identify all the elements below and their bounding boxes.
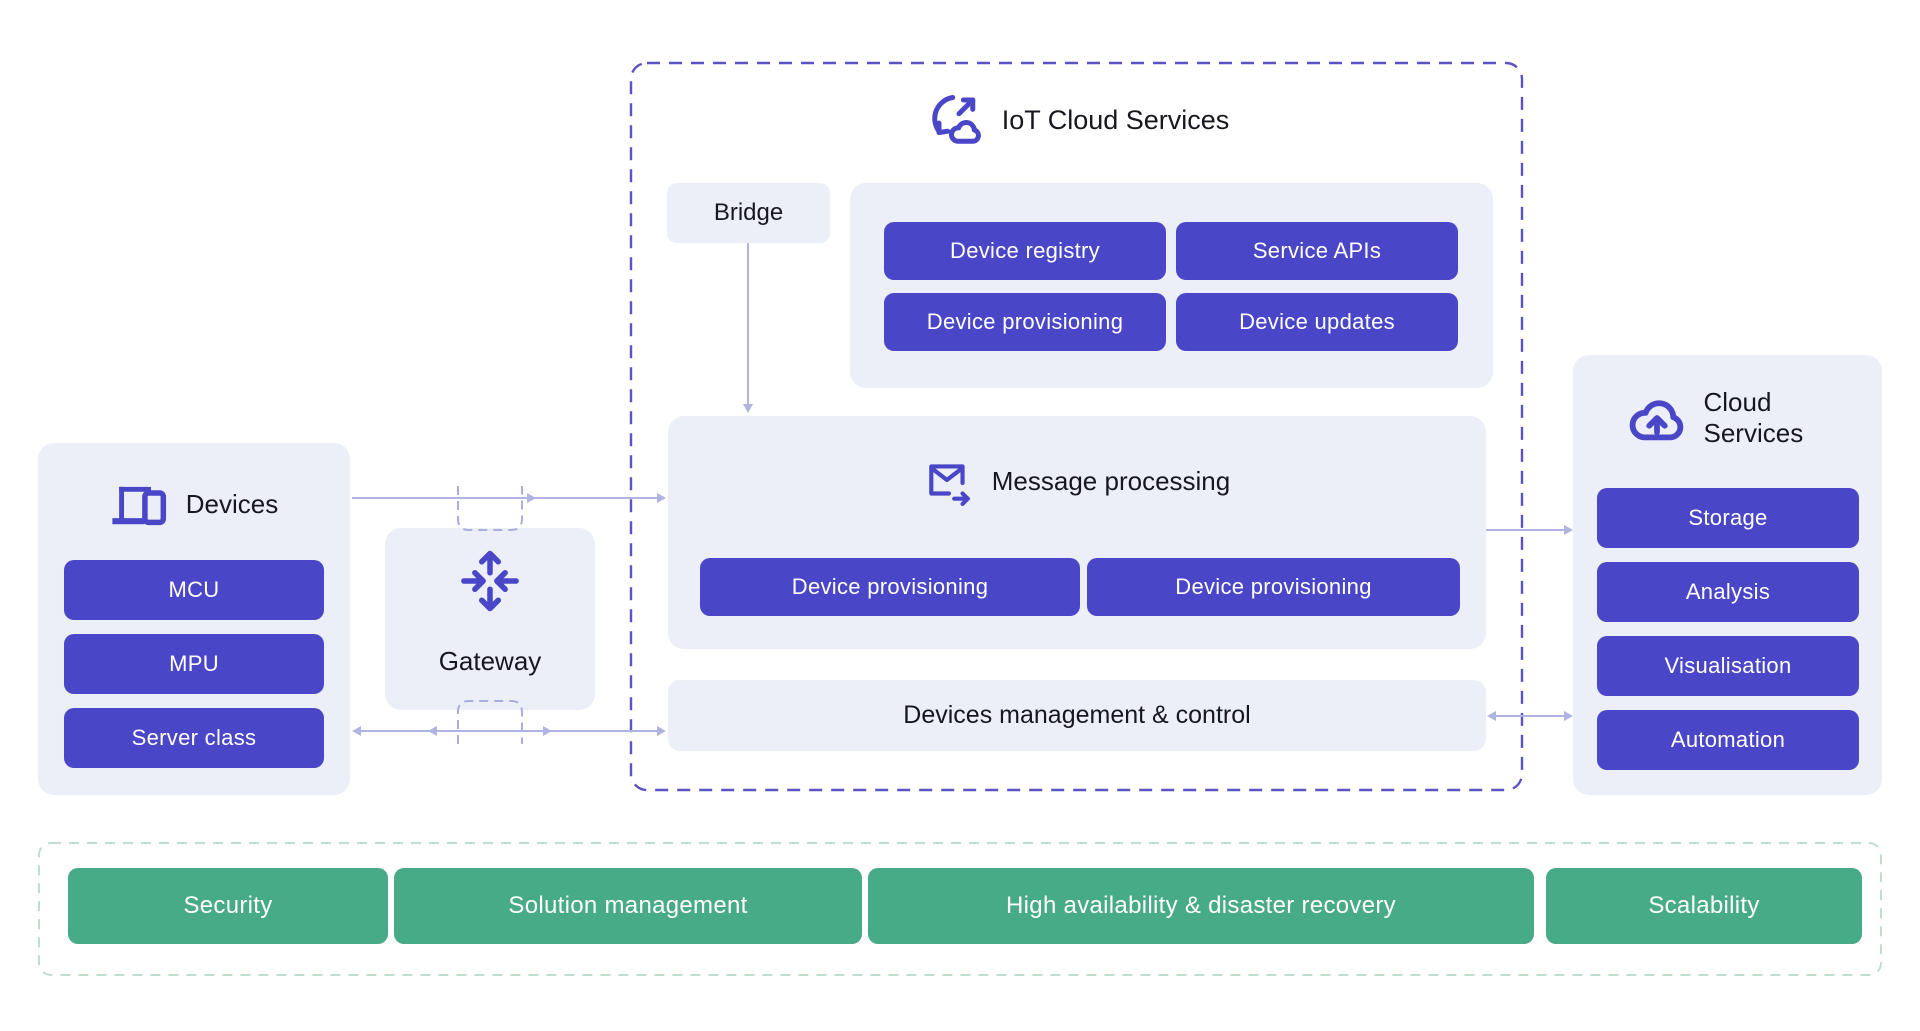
message-header: Message processing	[668, 456, 1486, 506]
cloud-services-panel: Cloud Services Storage Analysis Visualis…	[1573, 355, 1882, 795]
cloud-upload-icon	[1629, 400, 1683, 441]
devices-management-bar: Devices management & control	[668, 680, 1486, 751]
scalability-node: Scalability	[1546, 868, 1862, 944]
gateway-label: Gateway	[438, 646, 542, 676]
iot-header: IoT Cloud Services	[630, 90, 1523, 150]
gateway-label-row: Gateway	[385, 646, 595, 677]
device-registry-node: Device registry	[884, 222, 1166, 280]
gateway-panel: Gateway	[385, 528, 595, 710]
devices-header: Devices	[38, 477, 350, 531]
service-apis-node: Service APIs	[1176, 222, 1458, 280]
mcu-node: MCU	[64, 560, 324, 620]
message-title: Message processing	[991, 465, 1231, 496]
bridge-node: Bridge	[667, 183, 830, 243]
visualisation-node: Visualisation	[1597, 636, 1859, 696]
message-processing-panel: Message processing Device provisioning D…	[668, 416, 1486, 649]
devices-panel: Devices MCU MPU Server class	[38, 443, 350, 795]
analysis-node: Analysis	[1597, 562, 1859, 622]
automation-node: Automation	[1597, 710, 1859, 770]
mpu-node: MPU	[64, 634, 324, 694]
device-updates-node: Device updates	[1176, 293, 1458, 351]
message-node-provisioning-1: Device provisioning	[700, 558, 1080, 616]
sync-cloud-icon	[931, 95, 981, 144]
mail-forward-icon	[928, 464, 970, 506]
device-provisioning-node: Device provisioning	[884, 293, 1166, 351]
security-node: Security	[68, 868, 388, 944]
message-node-provisioning-2: Device provisioning	[1087, 558, 1460, 616]
storage-node: Storage	[1597, 488, 1859, 548]
gateway-top-hop	[457, 486, 523, 531]
iot-title: IoT Cloud Services	[1001, 104, 1230, 135]
devices-title: Devices	[185, 488, 279, 519]
cloud-header: Cloud Services	[1573, 387, 1882, 449]
high-availability-node: High availability & disaster recovery	[868, 868, 1534, 944]
cloud-title: Cloud Services	[1703, 387, 1804, 449]
solution-management-node: Solution management	[394, 868, 862, 944]
server-class-node: Server class	[64, 708, 324, 768]
laptop-phone-icon	[112, 486, 166, 526]
registry-panel: Device registry Service APIs Device prov…	[850, 183, 1493, 388]
gateway-arrows-icon	[461, 550, 519, 612]
foundation-container: Security Solution management High availa…	[38, 842, 1882, 976]
